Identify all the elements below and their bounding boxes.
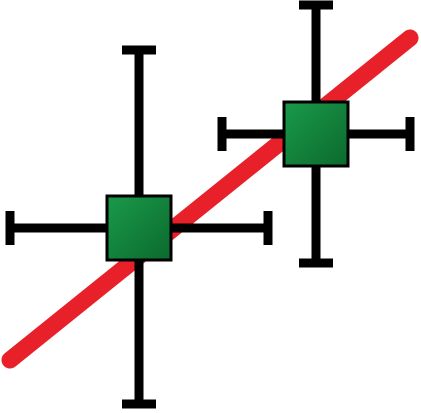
data-point-marker xyxy=(282,100,350,168)
fit-line xyxy=(1,29,419,369)
data-point-marker xyxy=(105,194,173,262)
error-marker-lower-left xyxy=(5,45,273,409)
error-marker-upper-right xyxy=(217,0,415,268)
